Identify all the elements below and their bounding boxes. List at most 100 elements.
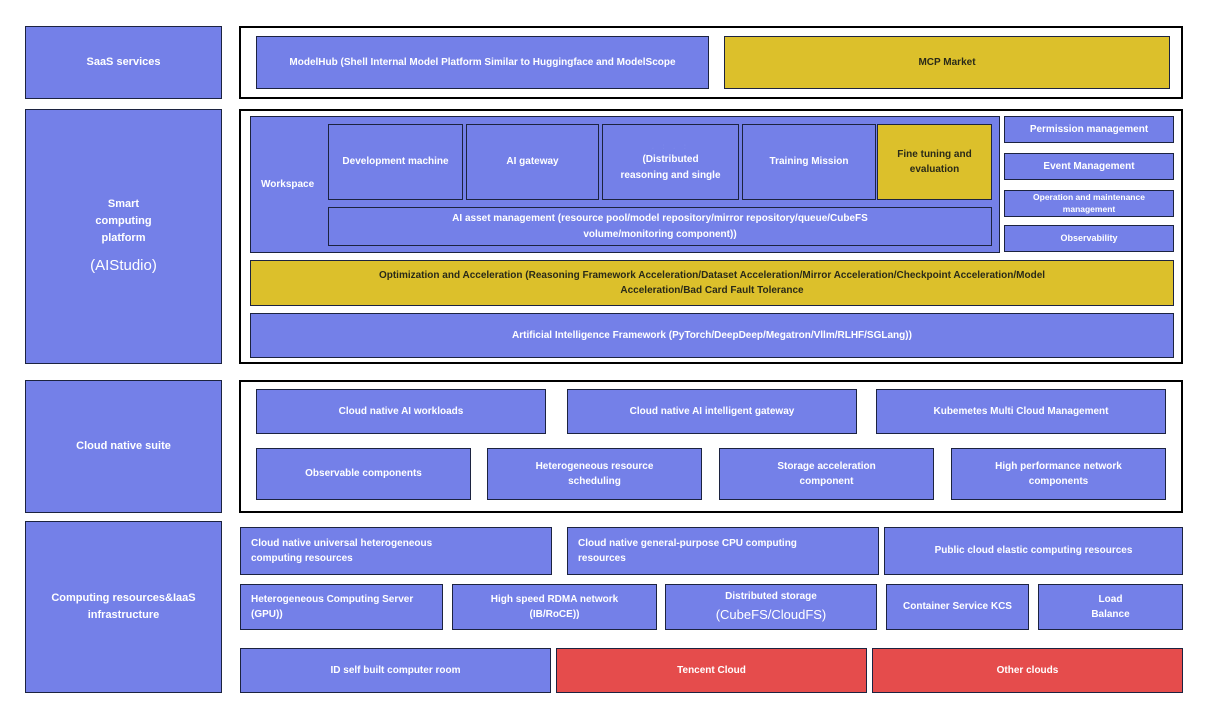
infra-item-other-clouds-label: Other clouds [996, 664, 1059, 676]
workspace-item-distributed-reasoning-ghost: . : . : [651, 142, 690, 151]
cloud-native-item-storage-acceleration-line2: component [799, 476, 854, 487]
infra-item-universal-heterogeneous-line1: Cloud native universal heterogeneous [251, 537, 433, 549]
layer-label-smart-platform-stack: Smart computing platform (AIStudio) [84, 197, 163, 276]
workspace-item-training-mission[interactable]: Training Mission [742, 124, 876, 200]
workspace-item-development-machine[interactable]: Development machine [328, 124, 463, 200]
infra-item-distributed-storage[interactable]: Distributed storage (CubeFS/CloudFS) [665, 584, 877, 630]
infra-item-other-clouds[interactable]: Other clouds [872, 648, 1183, 693]
cloud-native-item-high-performance-network-stack: High performance network components [989, 460, 1128, 489]
infra-item-distributed-storage-line2: (CubeFS/CloudFS) [715, 606, 827, 622]
side-item-permission-management[interactable]: Permission management [1004, 116, 1174, 143]
optimization-acceleration-line2: Acceleration/Bad Card Fault Tolerance [620, 285, 804, 296]
cloud-native-item-high-performance-network-line2: components [1028, 476, 1089, 487]
artificial-intelligence-framework-label: Artificial Intelligence Framework (PyTor… [512, 329, 912, 341]
workspace-label: Workspace [261, 178, 315, 190]
workspace-item-distributed-reasoning-line2: reasoning and single [620, 169, 721, 181]
infra-item-general-purpose-cpu-line2: resources [578, 553, 626, 564]
workspace-item-distributed-reasoning-line1: (Distributed [642, 154, 699, 165]
layer-label-infrastructure: Computing resources&IaaS infrastructure [25, 521, 222, 693]
workspace-item-fine-tuning-line1: Fine tuning and [897, 148, 972, 160]
workspace-item-training-mission-label: Training Mission [769, 156, 849, 168]
smart-platform-line3: platform [101, 231, 146, 244]
side-item-observability[interactable]: Observability [1004, 225, 1174, 252]
saas-item-mcp-market[interactable]: MCP Market [724, 36, 1170, 89]
cloud-native-item-high-performance-network[interactable]: High performance network components [951, 448, 1166, 500]
infra-item-container-service-kcs[interactable]: Container Service KCS [886, 584, 1029, 630]
infra-item-public-cloud-elastic[interactable]: Public cloud elastic computing resources [884, 527, 1183, 575]
side-item-event-management-label: Event Management [1043, 160, 1135, 172]
cloud-native-item-ai-workloads-label: Cloud native AI workloads [338, 405, 464, 417]
infra-item-universal-heterogeneous-line2: computing resources [251, 553, 353, 564]
layer-label-cloud-native-suite: Cloud native suite [25, 380, 222, 513]
infra-item-rdma-network-line2: (IB/RoCE)) [529, 609, 580, 620]
cloud-native-item-observable-components[interactable]: Observable components [256, 448, 471, 500]
infra-item-tencent-cloud-label: Tencent Cloud [677, 664, 746, 676]
infra-item-heterogeneous-computing-server[interactable]: Heterogeneous Computing Server (GPU)) [240, 584, 443, 630]
ai-asset-management[interactable]: AI asset management (resource pool/model… [328, 207, 992, 246]
infra-item-general-purpose-cpu[interactable]: Cloud native general-purpose CPU computi… [567, 527, 879, 575]
cloud-native-item-heterogeneous-scheduling-stack: Heterogeneous resource scheduling [530, 460, 660, 489]
side-item-event-management[interactable]: Event Management [1004, 153, 1174, 180]
cloud-native-item-heterogeneous-scheduling-line1: Heterogeneous resource [535, 460, 654, 472]
workspace-item-fine-tuning-line2: evaluation [909, 164, 960, 175]
cloud-native-item-heterogeneous-scheduling[interactable]: Heterogeneous resource scheduling [487, 448, 702, 500]
infra-item-load-balance-stack: Load Balance [1085, 593, 1135, 622]
workspace-item-development-machine-label: Development machine [342, 156, 449, 168]
saas-item-modelhub[interactable]: ModelHub (Shell Internal Model Platform … [256, 36, 709, 89]
infra-item-distributed-storage-line1: Distributed storage [725, 591, 817, 603]
layer-label-infrastructure-line1: Computing resources&IaaS [51, 592, 196, 605]
saas-item-mcp-market-label: MCP Market [918, 56, 976, 68]
cloud-native-item-intelligent-gateway[interactable]: Cloud native AI intelligent gateway [567, 389, 857, 434]
infra-item-heterogeneous-computing-server-line1: Heterogeneous Computing Server [251, 593, 414, 605]
layer-label-infrastructure-line2: infrastructure [87, 609, 160, 621]
side-item-operation-maintenance[interactable]: Operation and maintenance management [1004, 190, 1174, 217]
infra-item-distributed-storage-stack: Distributed storage (CubeFS/CloudFS) [710, 590, 833, 623]
ai-asset-management-stack: AI asset management (resource pool/model… [446, 212, 874, 241]
layer-label-smart-platform: Smart computing platform (AIStudio) [25, 109, 222, 364]
infra-item-container-service-kcs-label: Container Service KCS [903, 601, 1012, 613]
infra-item-id-self-built-computer-room[interactable]: ID self built computer room [240, 648, 551, 693]
workspace-item-ai-gateway[interactable]: AI gateway [466, 124, 599, 200]
infra-item-rdma-network-line1: High speed RDMA network [490, 593, 619, 605]
smart-platform-line2: computing [95, 214, 152, 227]
infra-item-rdma-network[interactable]: High speed RDMA network (IB/RoCE)) [452, 584, 657, 630]
infra-item-universal-heterogeneous[interactable]: Cloud native universal heterogeneous com… [240, 527, 552, 575]
cloud-native-item-kubernetes-multicloud-label: Kubemetes Multi Cloud Management [933, 405, 1109, 417]
cloud-native-item-kubernetes-multicloud[interactable]: Kubemetes Multi Cloud Management [876, 389, 1166, 434]
layer-label-infrastructure-stack: Computing resources&IaaS infrastructure [45, 591, 201, 623]
infra-item-heterogeneous-computing-server-line2: (GPU)) [251, 609, 283, 620]
cloud-native-item-storage-acceleration-line1: Storage acceleration [777, 460, 876, 472]
layer-label-saas: SaaS services [25, 26, 222, 99]
saas-item-modelhub-label: ModelHub (Shell Internal Model Platform … [289, 56, 676, 68]
cloud-native-item-heterogeneous-scheduling-line2: scheduling [568, 476, 621, 487]
optimization-acceleration-line1: Optimization and Acceleration (Reasoning… [378, 269, 1046, 281]
layer-label-cloud-native-suite-text: Cloud native suite [76, 440, 171, 453]
ai-asset-management-line1: AI asset management (resource pool/model… [452, 213, 868, 224]
infra-item-rdma-network-stack: High speed RDMA network (IB/RoCE)) [485, 593, 624, 622]
workspace-item-distributed-reasoning-stack: . : . : (Distributed reasoning and singl… [614, 142, 726, 182]
infra-item-general-purpose-cpu-stack: Cloud native general-purpose CPU computi… [568, 537, 803, 566]
infra-item-load-balance-line1: Load [1098, 593, 1123, 605]
cloud-native-item-ai-workloads[interactable]: Cloud native AI workloads [256, 389, 546, 434]
infra-item-public-cloud-elastic-label: Public cloud elastic computing resources [934, 545, 1133, 557]
infra-item-general-purpose-cpu-line1: Cloud native general-purpose CPU computi… [578, 537, 797, 549]
infra-item-load-balance[interactable]: Load Balance [1038, 584, 1183, 630]
cloud-native-item-high-performance-network-line1: High performance network [995, 460, 1122, 472]
optimization-acceleration[interactable]: Optimization and Acceleration (Reasoning… [250, 260, 1174, 306]
side-item-operation-maintenance-label: Operation and maintenance management [1033, 192, 1145, 214]
workspace-item-distributed-reasoning[interactable]: . : . : (Distributed reasoning and singl… [602, 124, 739, 200]
cloud-native-item-storage-acceleration[interactable]: Storage acceleration component [719, 448, 934, 500]
workspace-item-fine-tuning[interactable]: Fine tuning and evaluation [877, 124, 992, 200]
infra-item-load-balance-line2: Balance [1091, 609, 1130, 620]
infra-item-universal-heterogeneous-stack: Cloud native universal heterogeneous com… [241, 537, 438, 566]
ai-asset-management-line2: volume/monitoring component)) [583, 228, 737, 240]
infra-item-id-self-built-computer-room-label: ID self built computer room [330, 664, 461, 676]
cloud-native-item-observable-components-label: Observable components [305, 468, 422, 480]
infra-item-tencent-cloud[interactable]: Tencent Cloud [556, 648, 867, 693]
side-item-permission-management-label: Permission management [1029, 123, 1149, 135]
workspace-item-ai-gateway-label: AI gateway [506, 156, 559, 168]
workspace-item-fine-tuning-stack: Fine tuning and evaluation [891, 148, 977, 177]
infra-item-heterogeneous-computing-server-stack: Heterogeneous Computing Server (GPU)) [241, 593, 419, 622]
artificial-intelligence-framework[interactable]: Artificial Intelligence Framework (PyTor… [250, 313, 1174, 358]
